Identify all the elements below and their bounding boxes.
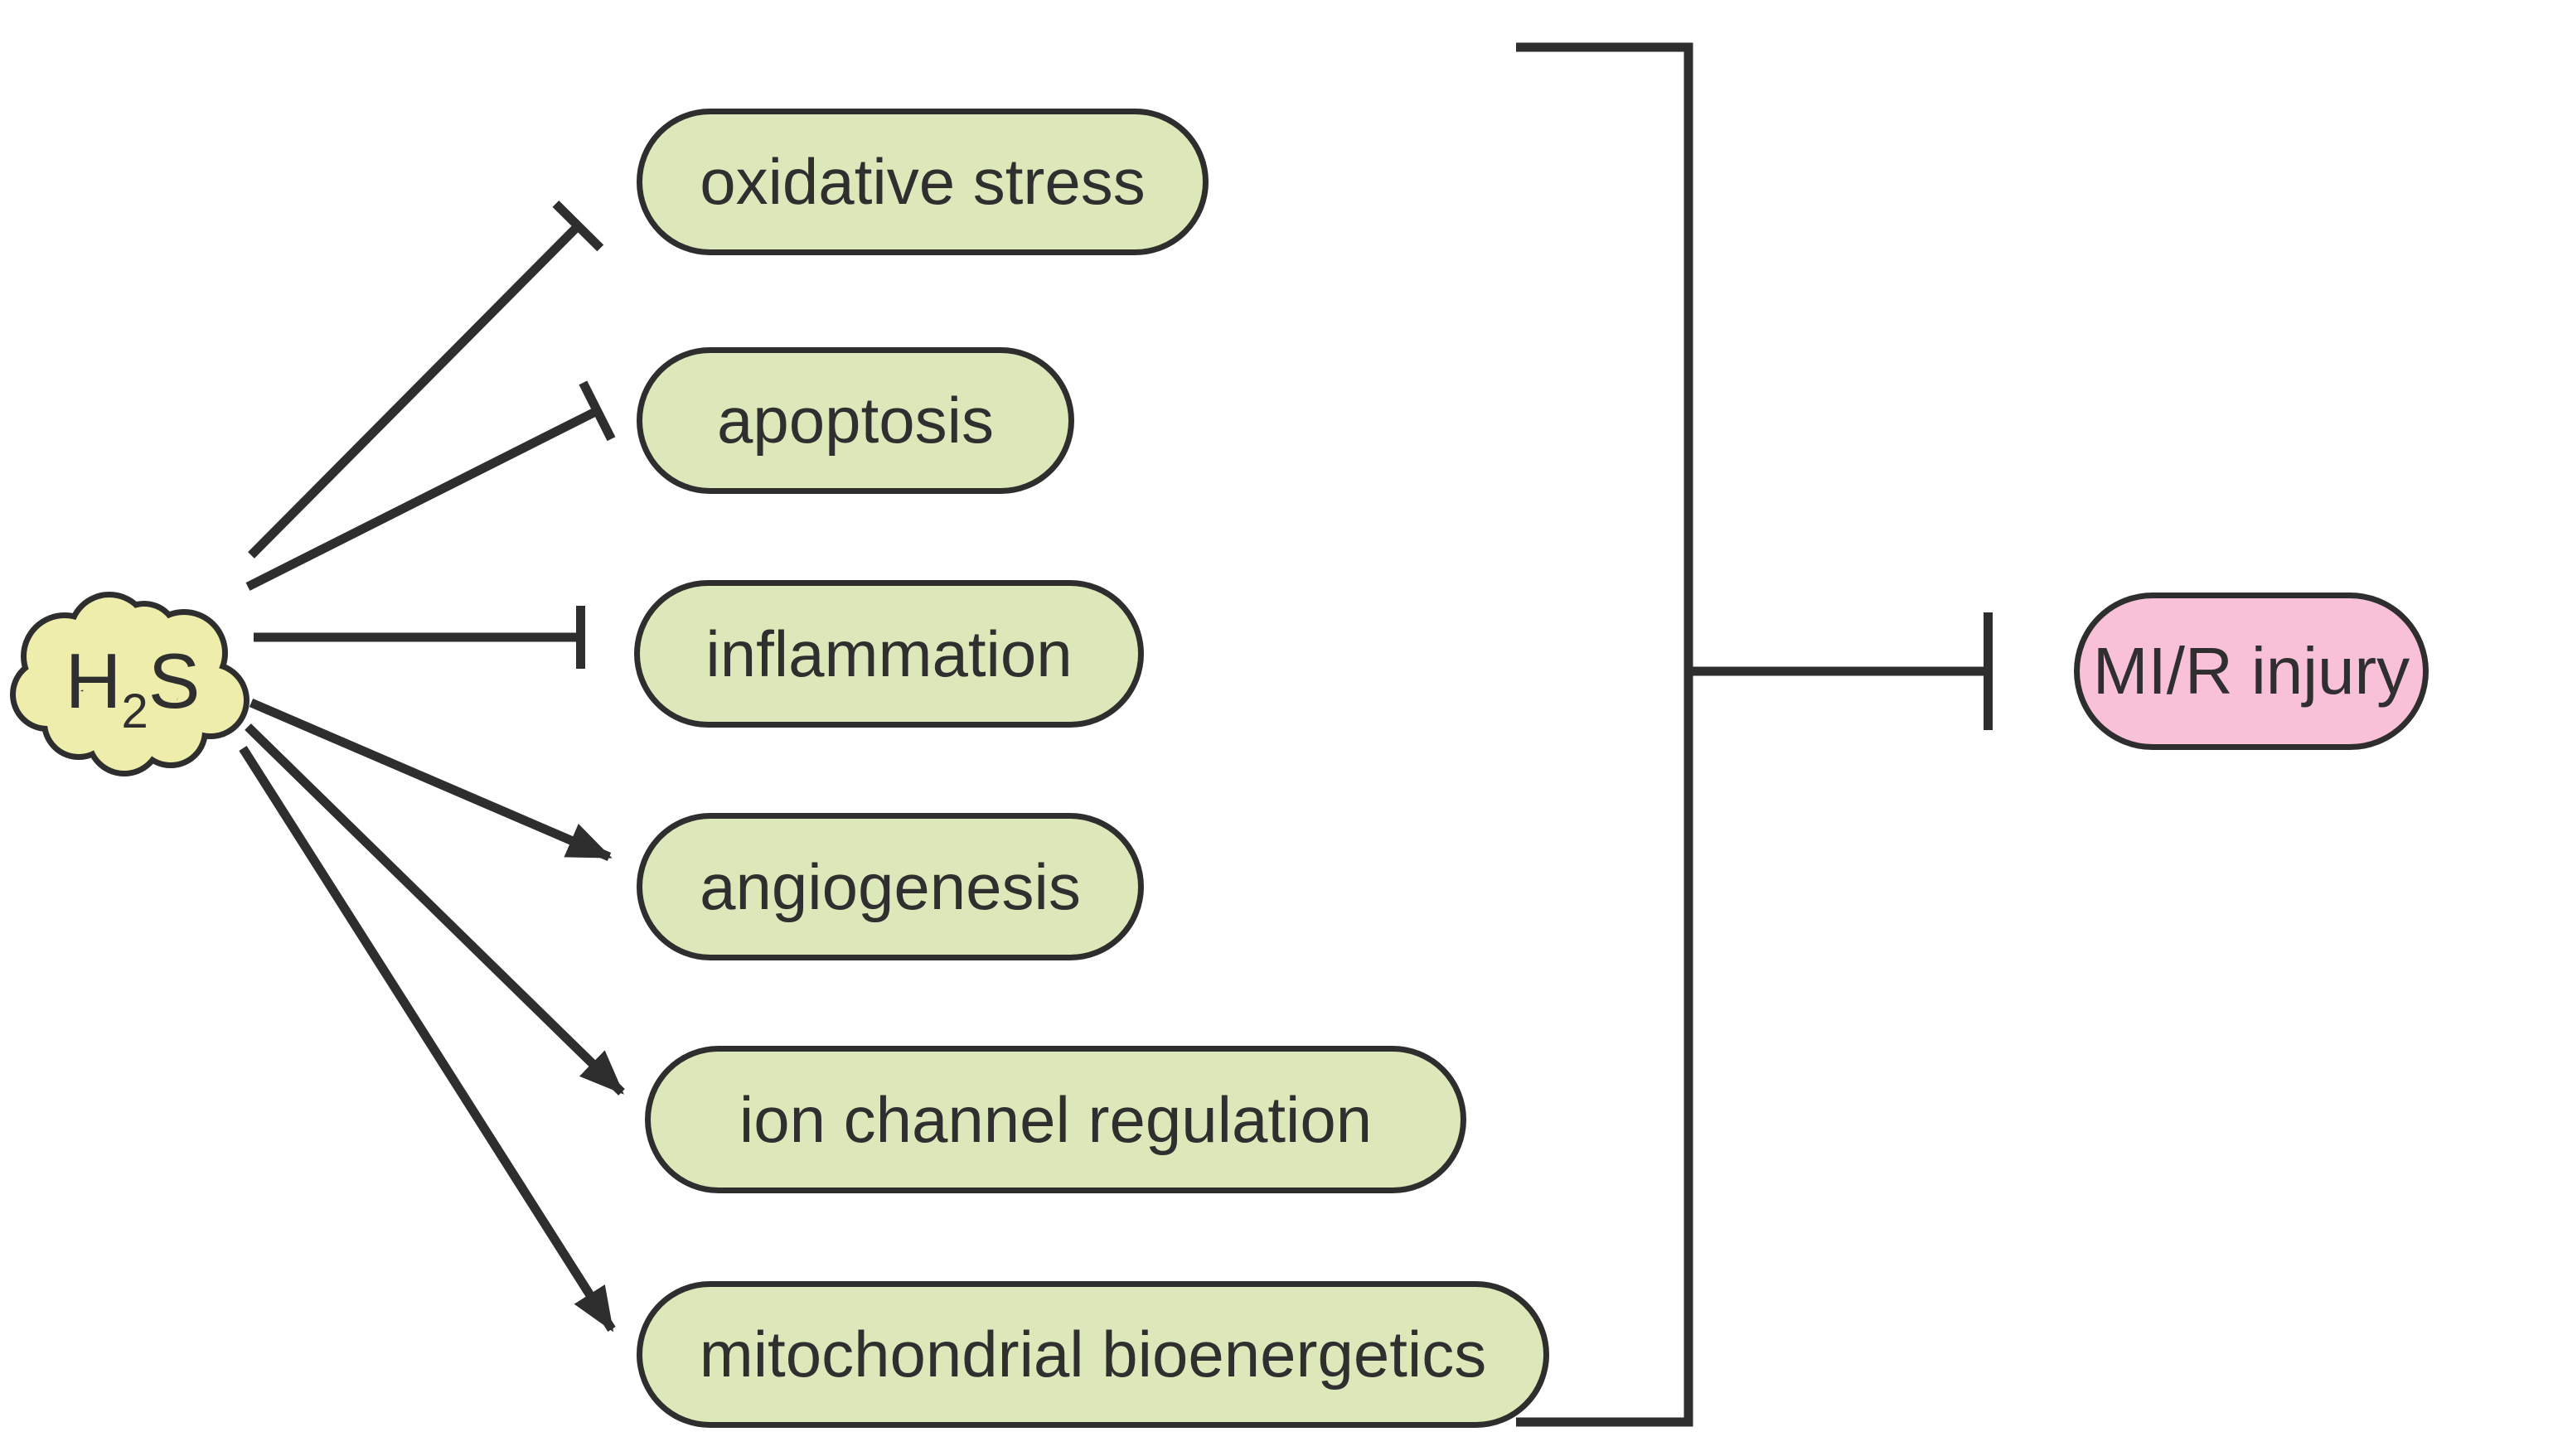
mediator-node-oxidative-stress: oxidative stress bbox=[637, 109, 1209, 255]
mediator-node-mitochondrial-bioenergetics: mitochondrial bioenergetics bbox=[637, 1281, 1549, 1428]
h2s-formula-suffix: S bbox=[148, 637, 201, 724]
mediator-node-apoptosis: apoptosis bbox=[637, 347, 1074, 494]
mediator-label: mitochondrial bioenergetics bbox=[699, 1318, 1487, 1391]
mediator-node-ion-channel-regulation: ion channel regulation bbox=[645, 1046, 1466, 1193]
outcome-label: MI/R injury bbox=[2092, 634, 2410, 708]
mediator-label: oxidative stress bbox=[700, 145, 1146, 218]
h2s-label: H2S bbox=[65, 636, 201, 738]
h2s-cloud-shape bbox=[10, 592, 249, 776]
edge-h2s-apoptosis bbox=[245, 380, 616, 591]
mediator-label: inflammation bbox=[705, 617, 1073, 690]
h2s-source-node: H2S bbox=[17, 623, 249, 739]
edge-h2s-angiogenesis bbox=[249, 698, 613, 862]
edge-h2s-oxidative-stress bbox=[248, 200, 604, 559]
group-bracket bbox=[1516, 42, 1693, 1427]
edge-h2s-mitochondrial-bioenergetics bbox=[239, 746, 616, 1333]
h2s-formula-prefix: H bbox=[65, 637, 122, 724]
mediator-label: angiogenesis bbox=[700, 849, 1081, 923]
edge-h2s-ion-channel-regulation bbox=[245, 723, 625, 1096]
mediator-label: apoptosis bbox=[717, 384, 994, 457]
mediator-label: ion channel regulation bbox=[739, 1082, 1373, 1156]
outcome-node-mir-injury: MI/R injury bbox=[2074, 593, 2429, 750]
h2s-formula-subscript: 2 bbox=[121, 684, 148, 738]
mediator-node-inflammation: inflammation bbox=[634, 580, 1144, 728]
mediator-node-angiogenesis: angiogenesis bbox=[637, 813, 1144, 960]
